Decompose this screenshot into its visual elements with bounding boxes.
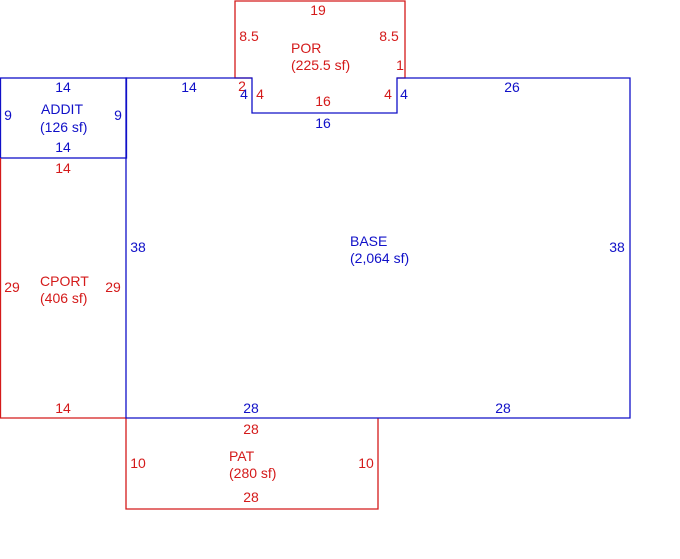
pat-area: (280 sf) (229, 465, 276, 481)
base-notch-bottom-dimension: 16 (315, 115, 331, 131)
addit-right-dimension: 9 (114, 107, 122, 123)
cport-bottom-dimension: 14 (55, 400, 71, 416)
por-area: (225.5 sf) (291, 57, 350, 73)
base-right-dimension: 38 (609, 239, 625, 255)
por-left-jog-dimension: 2 (238, 78, 246, 94)
cport-left-dimension: 29 (4, 279, 20, 295)
por-right-dimension: 8.5 (379, 28, 399, 44)
cport-area: (406 sf) (40, 290, 87, 306)
por-left-step-dimension: 4 (256, 86, 264, 102)
pat-outline (125, 418, 379, 510)
por-top-dimension: 19 (310, 2, 326, 18)
por-name: POR (291, 40, 321, 56)
por-right-step-dimension: 4 (384, 86, 392, 102)
por-left-dimension: 8.5 (239, 28, 259, 44)
base-bottom-right-dimension: 28 (495, 400, 511, 416)
addit-bottom-dimension: 14 (55, 139, 71, 155)
base-right-step-dimension: 4 (400, 86, 408, 102)
pat-bottom-dimension: 28 (243, 489, 259, 505)
cport-outline (0, 158, 126, 419)
pat-right-dimension: 10 (358, 455, 374, 471)
addit-area: (126 sf) (40, 119, 87, 135)
addit-left-dimension: 9 (4, 107, 12, 123)
cport-right-dimension: 29 (105, 279, 121, 295)
base-area: (2,064 sf) (350, 250, 409, 266)
base-left-dimension: 38 (130, 239, 146, 255)
base-bottom-left-dimension: 28 (243, 400, 259, 416)
base-top-left-dimension: 14 (181, 79, 197, 95)
base-top-right-dimension: 26 (504, 79, 520, 95)
base-outline (125, 77, 631, 419)
pat-name: PAT (229, 448, 255, 464)
cport-top-dimension: 14 (55, 160, 71, 176)
base-left-step-dimension: 4 (240, 86, 248, 102)
pat-top-dimension: 28 (243, 421, 259, 437)
pat-left-dimension: 10 (130, 455, 146, 471)
addit-top-dimension: 14 (55, 79, 71, 95)
por-right-jog-dimension: 1 (396, 57, 404, 73)
por-bottom-dimension: 16 (315, 93, 331, 109)
base-name: BASE (350, 233, 387, 249)
cport-name: CPORT (40, 273, 89, 289)
addit-name: ADDIT (41, 101, 83, 117)
